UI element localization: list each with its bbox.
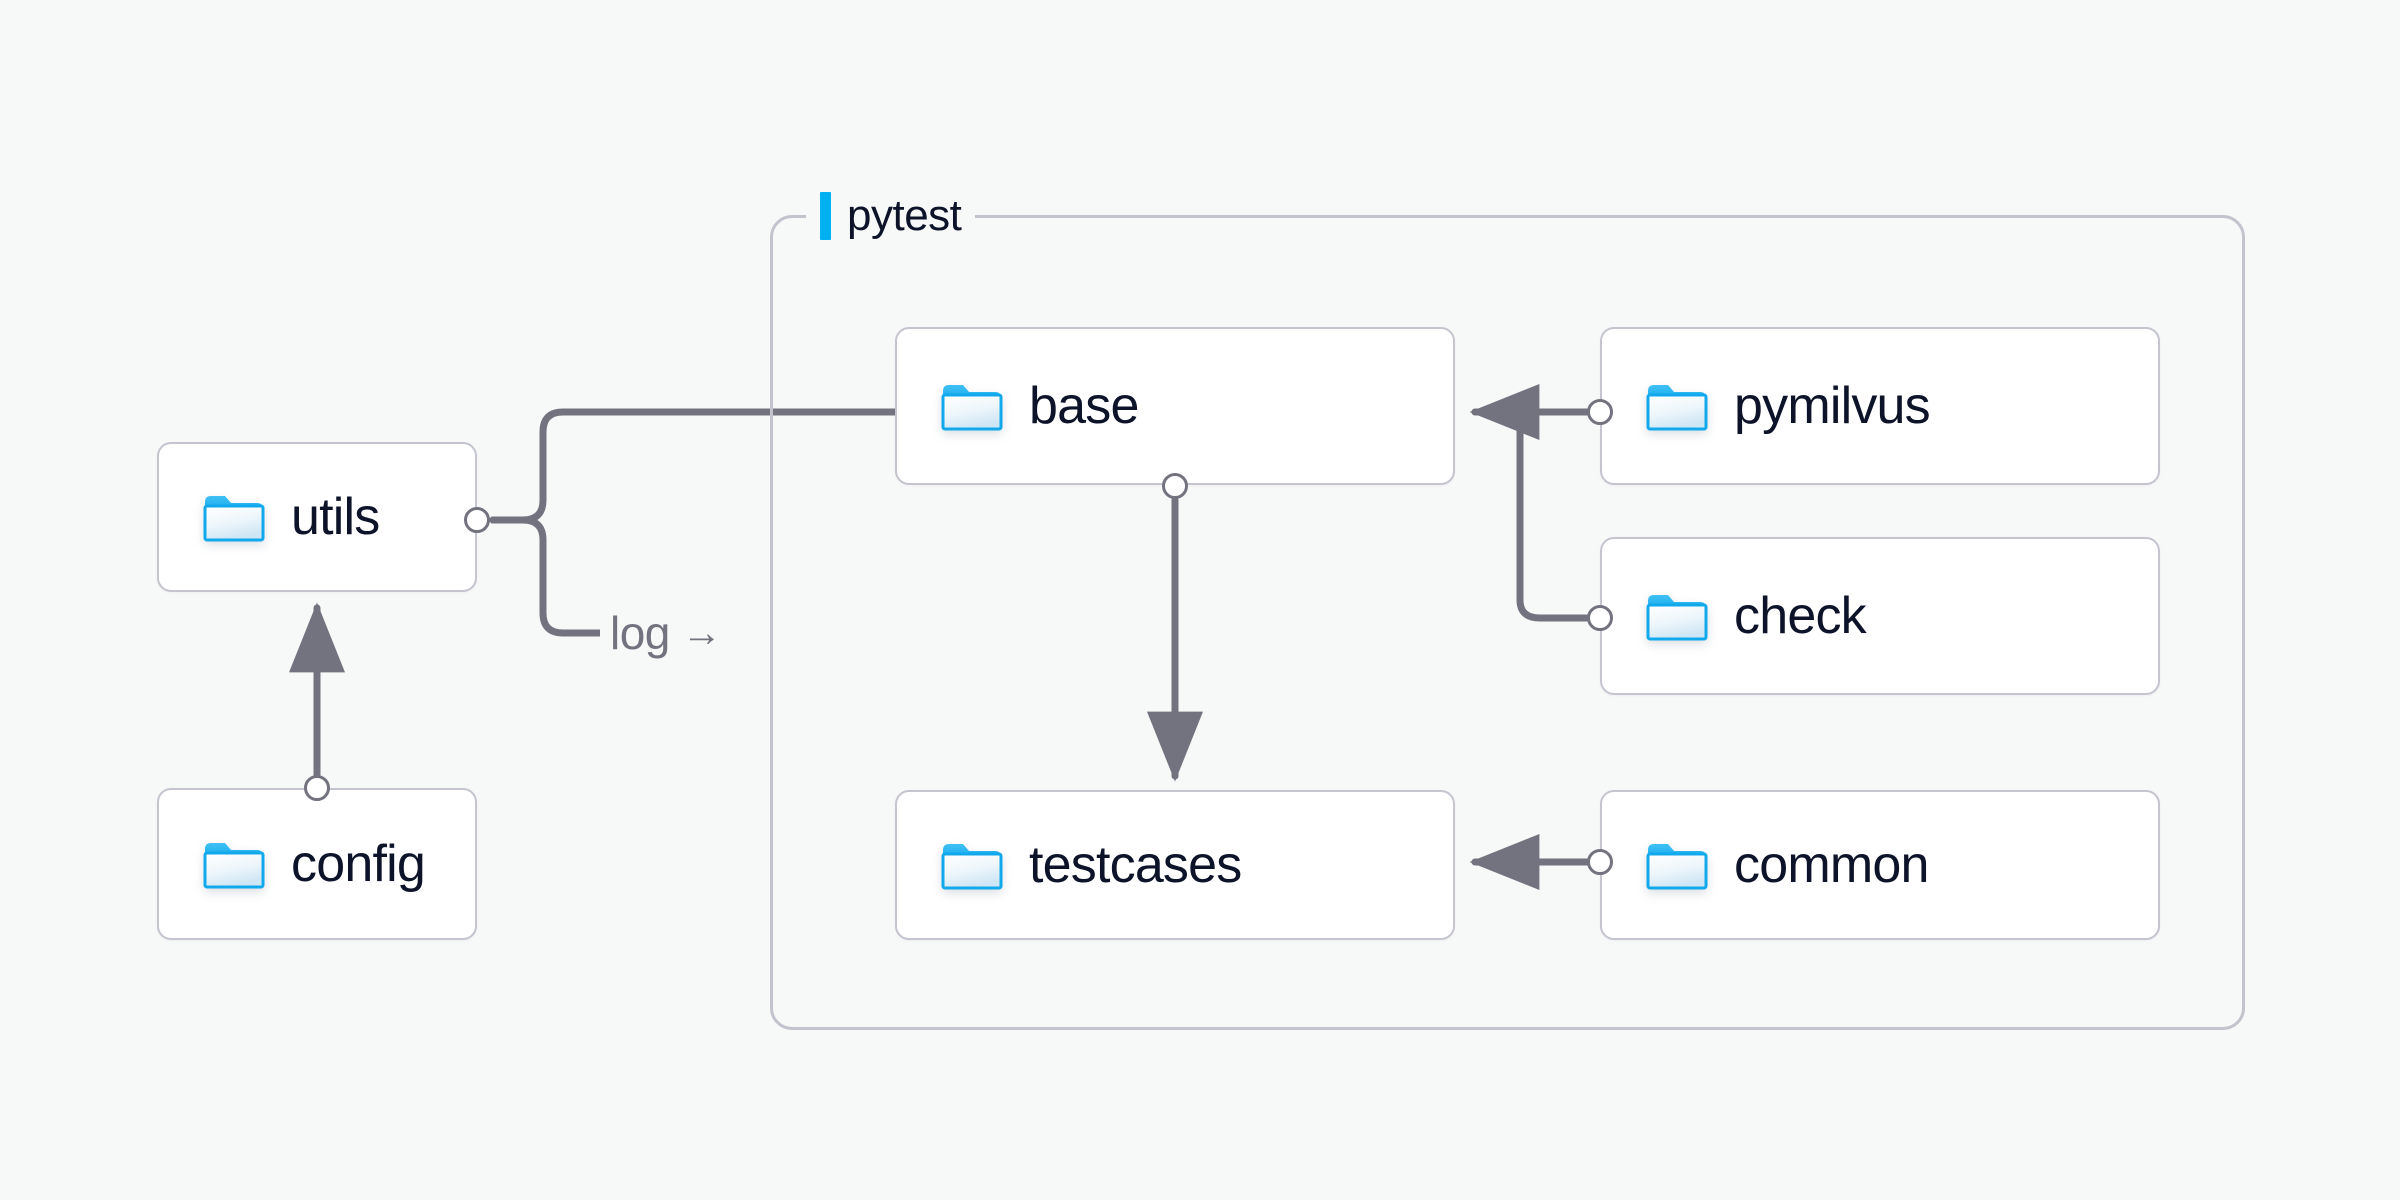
port-config-top[interactable] — [304, 775, 330, 801]
node-label: config — [291, 835, 426, 893]
folder-icon — [941, 381, 1003, 431]
node-config[interactable]: config — [157, 788, 477, 940]
group-label-text: pytest — [847, 191, 962, 240]
node-pymilvus[interactable]: pymilvus — [1600, 327, 2160, 485]
node-base[interactable]: base — [895, 327, 1455, 485]
node-utils[interactable]: utils — [157, 442, 477, 592]
folder-icon — [203, 839, 265, 889]
folder-icon — [941, 840, 1003, 890]
pytest-group-label: pytest — [806, 188, 976, 244]
port-pymilvus-left[interactable] — [1587, 399, 1613, 425]
node-label: pymilvus — [1734, 377, 1931, 435]
edge-label-log: log → — [600, 605, 732, 661]
folder-icon — [1646, 840, 1708, 890]
edge-label-log-text: log — [610, 607, 670, 659]
folder-icon — [1646, 381, 1708, 431]
node-common[interactable]: common — [1600, 790, 2160, 940]
pytest-group-container[interactable] — [770, 215, 2245, 1030]
node-label: check — [1734, 587, 1867, 645]
node-label: utils — [291, 488, 380, 546]
node-testcases[interactable]: testcases — [895, 790, 1455, 940]
port-check-left[interactable] — [1587, 605, 1613, 631]
folder-icon — [203, 492, 265, 542]
port-common-left[interactable] — [1587, 849, 1613, 875]
port-base-bottom[interactable] — [1162, 473, 1188, 499]
edge-utils-log — [489, 516, 604, 637]
node-check[interactable]: check — [1600, 537, 2160, 695]
folder-icon — [1646, 591, 1708, 641]
node-label: base — [1029, 377, 1139, 435]
node-label: common — [1734, 836, 1929, 894]
node-label: testcases — [1029, 836, 1242, 894]
group-accent-bar — [820, 192, 831, 240]
port-utils-right[interactable] — [464, 507, 490, 533]
arrow-right-icon: → — [681, 611, 722, 655]
